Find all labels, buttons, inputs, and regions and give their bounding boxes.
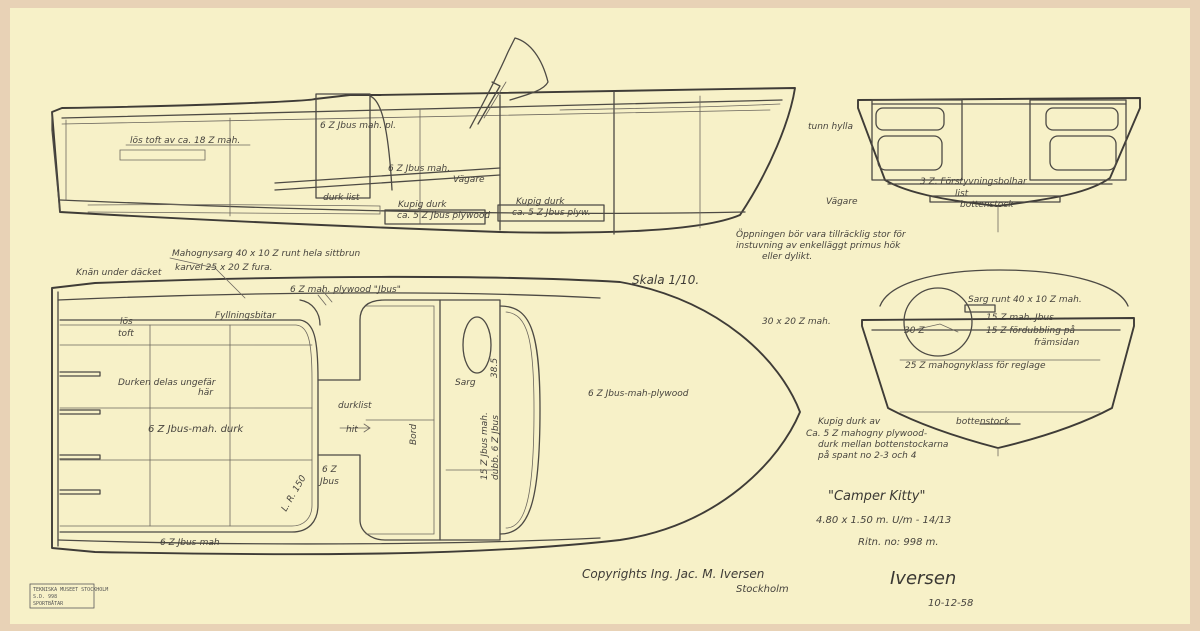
svg-text:6 Z Jbus mah.: 6 Z Jbus mah. <box>388 164 450 174</box>
svg-text:15 Z mah. Jbus: 15 Z mah. Jbus <box>986 313 1054 323</box>
svg-text:25 Z mahognyklass för reglage: 25 Z mahognyklass för reglage <box>905 361 1046 371</box>
svg-text:15 Z fördubbling på: 15 Z fördubbling på <box>986 325 1075 336</box>
svg-text:bottenstock: bottenstock <box>960 200 1014 210</box>
svg-text:Sarg: Sarg <box>455 378 476 388</box>
svg-text:Kupig durk: Kupig durk <box>398 200 447 210</box>
svg-text:Vägare: Vägare <box>453 175 485 185</box>
windscreen <box>469 37 549 129</box>
city: Stockholm <box>736 584 789 595</box>
svg-text:Vägare: Vägare <box>826 197 858 207</box>
plan-view: Mahognysarg 40 x 10 Z runt hela sittbrun… <box>51 249 801 556</box>
copyright: Copyrights Ing. Jac. M. Iversen <box>582 567 764 581</box>
museum-stamp: TEKNISKA MUSEET STOCKHOLM S.D. 998 SPORT… <box>29 583 108 609</box>
svg-text:bottenstock: bottenstock <box>956 417 1010 427</box>
svg-text:dubb. 6 Z Jbus: dubb. 6 Z Jbus <box>491 415 501 480</box>
hull-profile <box>51 87 796 234</box>
svg-text:här: här <box>198 388 214 398</box>
keel-line <box>59 199 746 214</box>
svg-text:instuvning av enkelläggt primu: instuvning av enkelläggt primus hök <box>736 241 901 251</box>
aft-section-view: tunn hylla Vägare 3 Z. Förstyvningsbolha… <box>736 97 1141 262</box>
svg-text:6 Z Jbus mah. pl.: 6 Z Jbus mah. pl. <box>320 121 396 131</box>
svg-text:durk list: durk list <box>323 193 360 203</box>
svg-text:ca. 5 Z Jbus plywood: ca. 5 Z Jbus plywood <box>397 211 490 221</box>
title-block: "Camper Kitty" 4.80 x 1.50 m. U/m - 14/1… <box>582 489 973 609</box>
date: 10-12-58 <box>928 598 973 609</box>
svg-text:durk mellan bottenstockarna: durk mellan bottenstockarna <box>818 440 948 450</box>
svg-text:tunn hylla: tunn hylla <box>808 122 853 132</box>
svg-text:hit: hit <box>346 425 358 435</box>
svg-text:främsidan: främsidan <box>1034 338 1080 348</box>
svg-text:6 Z mah. plywood "Jbus": 6 Z mah. plywood "Jbus" <box>290 285 401 295</box>
svg-text:eller dylikt.: eller dylikt. <box>762 252 812 262</box>
svg-text:TEKNISKA MUSEET STOCKHOLM: TEKNISKA MUSEET STOCKHOLM <box>33 587 108 593</box>
gunwale-line <box>61 99 783 119</box>
svg-text:lös: lös <box>120 317 133 327</box>
steering-wheel <box>462 316 492 374</box>
svg-text:Sarg runt 40 x 10 Z mah.: Sarg runt 40 x 10 Z mah. <box>968 295 1082 305</box>
coaming-aft <box>315 93 371 199</box>
drawing-number: Ritn. no: 998 m. <box>858 537 939 548</box>
scale-label: Skala 1/10. <box>632 273 699 287</box>
fore-deck-arch <box>879 269 1129 307</box>
svg-text:ca. 5 Z Jbus plyw.: ca. 5 Z Jbus plyw. <box>512 208 591 218</box>
svg-text:6 Z Jbus-mah: 6 Z Jbus-mah <box>160 538 220 548</box>
svg-text:6 Z Jbus-mah-plywood: 6 Z Jbus-mah-plywood <box>588 389 689 399</box>
center-console <box>317 299 441 541</box>
svg-text:30 Z: 30 Z <box>904 326 925 336</box>
svg-text:Kupig durk: Kupig durk <box>516 197 565 207</box>
svg-text:38.5: 38.5 <box>490 358 500 378</box>
svg-text:karvel 25 x 20 Z fura.: karvel 25 x 20 Z fura. <box>175 263 272 273</box>
svg-text:6 Z Jbus-mah. durk: 6 Z Jbus-mah. durk <box>148 424 244 435</box>
windshield-plan <box>499 305 541 535</box>
svg-text:på spant no 2-3 och 4: på spant no 2-3 och 4 <box>817 450 917 461</box>
label-los-toft: lös toft av ca. 18 Z mah. <box>130 136 240 146</box>
svg-text:Fyllningsbitar: Fyllningsbitar <box>215 311 277 321</box>
profile-view: lös toft av ca. 18 Z mah. 6 Z Jbus mah. … <box>51 37 796 235</box>
svg-text:15 Z Jbus mah.: 15 Z Jbus mah. <box>480 412 490 480</box>
svg-text:Durken delas ungefär: Durken delas ungefär <box>118 378 217 388</box>
svg-text:S.D. 998: S.D. 998 <box>33 594 57 600</box>
signature: Iversen <box>890 568 956 589</box>
hull-plan <box>51 275 801 556</box>
boat-dimensions: 4.80 x 1.50 m. U/m - 14/13 <box>816 515 951 526</box>
wheel-section <box>903 287 973 357</box>
svg-text:Mahognysarg 40 x 10 Z runt hel: Mahognysarg 40 x 10 Z runt hela sittbrun <box>172 249 361 259</box>
svg-text:Jbus: Jbus <box>318 477 339 487</box>
svg-text:Knän under däcket: Knän under däcket <box>76 268 162 278</box>
svg-text:toft: toft <box>118 329 134 339</box>
svg-text:Ca. 5 Z mahogny plywood-: Ca. 5 Z mahogny plywood- <box>806 429 927 439</box>
svg-text:3 Z. Förstyvningsbolhar: 3 Z. Förstyvningsbolhar <box>920 177 1028 187</box>
svg-text:list: list <box>955 189 969 199</box>
svg-text:durklist: durklist <box>338 401 372 411</box>
svg-text:SPORTBÅTAR: SPORTBÅTAR <box>33 600 64 607</box>
svg-text:6 Z: 6 Z <box>322 465 338 475</box>
svg-text:Bord: Bord <box>409 424 419 445</box>
svg-text:Öppningen bör vara tillräcklig: Öppningen bör vara tillräcklig stor för <box>736 229 907 240</box>
boat-name: "Camper Kitty" <box>828 489 925 504</box>
fore-section-view: Sarg runt 40 x 10 Z mah. 30 x 20 Z mah. … <box>762 269 1135 461</box>
paper <box>10 8 1190 624</box>
svg-text:30 x 20 Z mah.: 30 x 20 Z mah. <box>762 317 831 327</box>
svg-text:Kupig durk av: Kupig durk av <box>818 417 881 427</box>
